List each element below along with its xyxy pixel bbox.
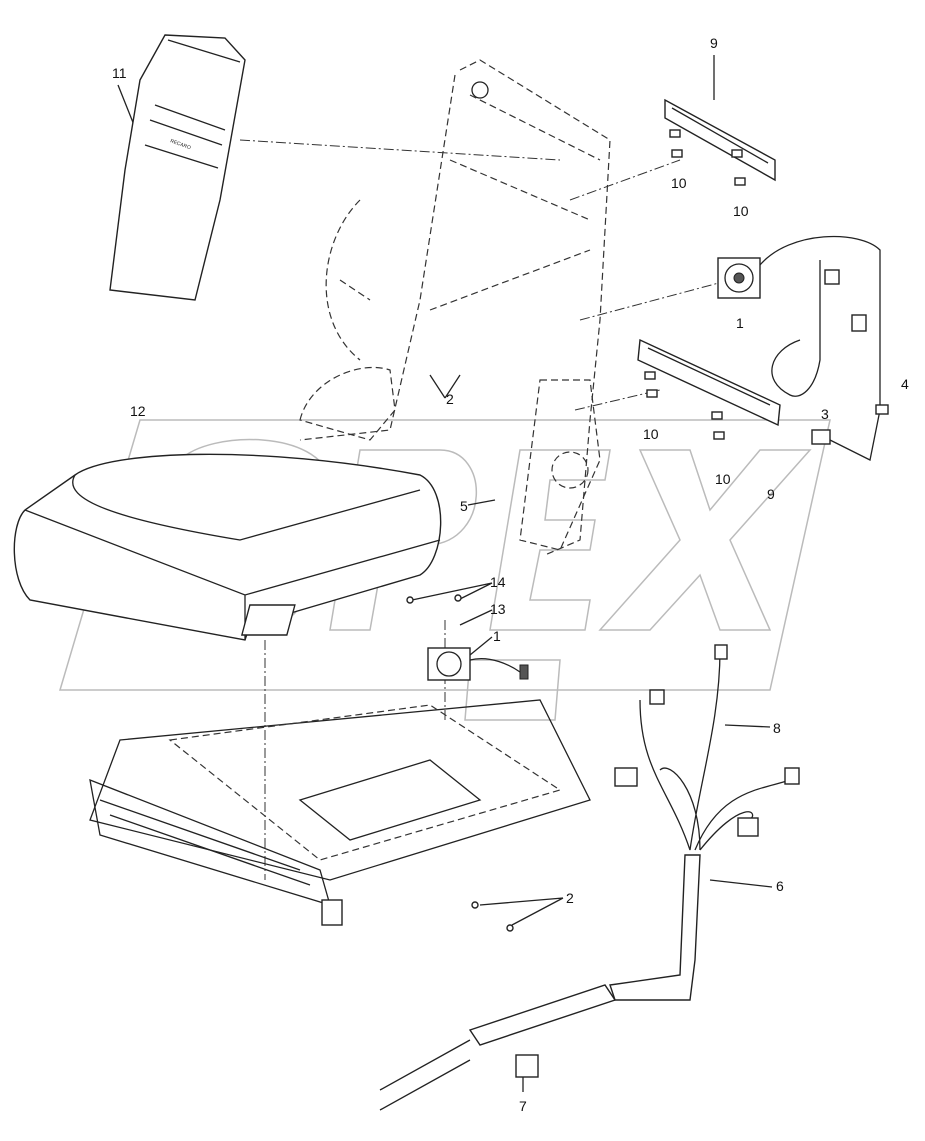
callout-10: 10 [733,203,749,219]
screw [454,594,462,602]
callout-1: 1 [493,628,501,644]
backrest-fan [717,257,761,299]
side-trim-lower [637,338,781,427]
fan-harness [759,235,881,461]
seat-fan [427,647,529,681]
callout-9: 9 [767,486,775,502]
backrest-frame [299,59,611,556]
side-trim-upper [664,98,776,182]
seat-base-frame [89,699,591,926]
callout-5: 5 [460,498,468,514]
clips [644,129,746,440]
tie-clip [875,404,889,415]
callout-14: 14 [490,574,506,590]
callout-7: 7 [519,1098,527,1114]
callout-11: 11 [112,65,127,81]
callout-2: 2 [446,391,454,407]
callout-2: 2 [566,890,574,906]
callout-3: 3 [821,406,829,422]
switch-7 [515,1054,539,1078]
callout-12: 12 [130,403,146,419]
main-harness [379,644,800,1111]
callout-6: 6 [776,878,784,894]
callout-10: 10 [643,426,659,442]
callout-10: 10 [715,471,731,487]
callout-13: 13 [490,601,506,617]
callout-4: 4 [901,376,909,392]
connector [851,314,867,332]
screw [506,924,514,932]
callout-10: 10 [671,175,687,191]
fan-cover [240,604,296,636]
connector-3 [811,429,831,445]
callout-8: 8 [773,720,781,736]
backrest-cushion: RECARO [109,34,246,301]
connector [824,269,840,285]
callout-9: 9 [710,35,718,51]
screw [471,901,479,909]
seat-cushion [13,453,442,641]
screw [406,596,414,604]
callout-1: 1 [736,315,744,331]
